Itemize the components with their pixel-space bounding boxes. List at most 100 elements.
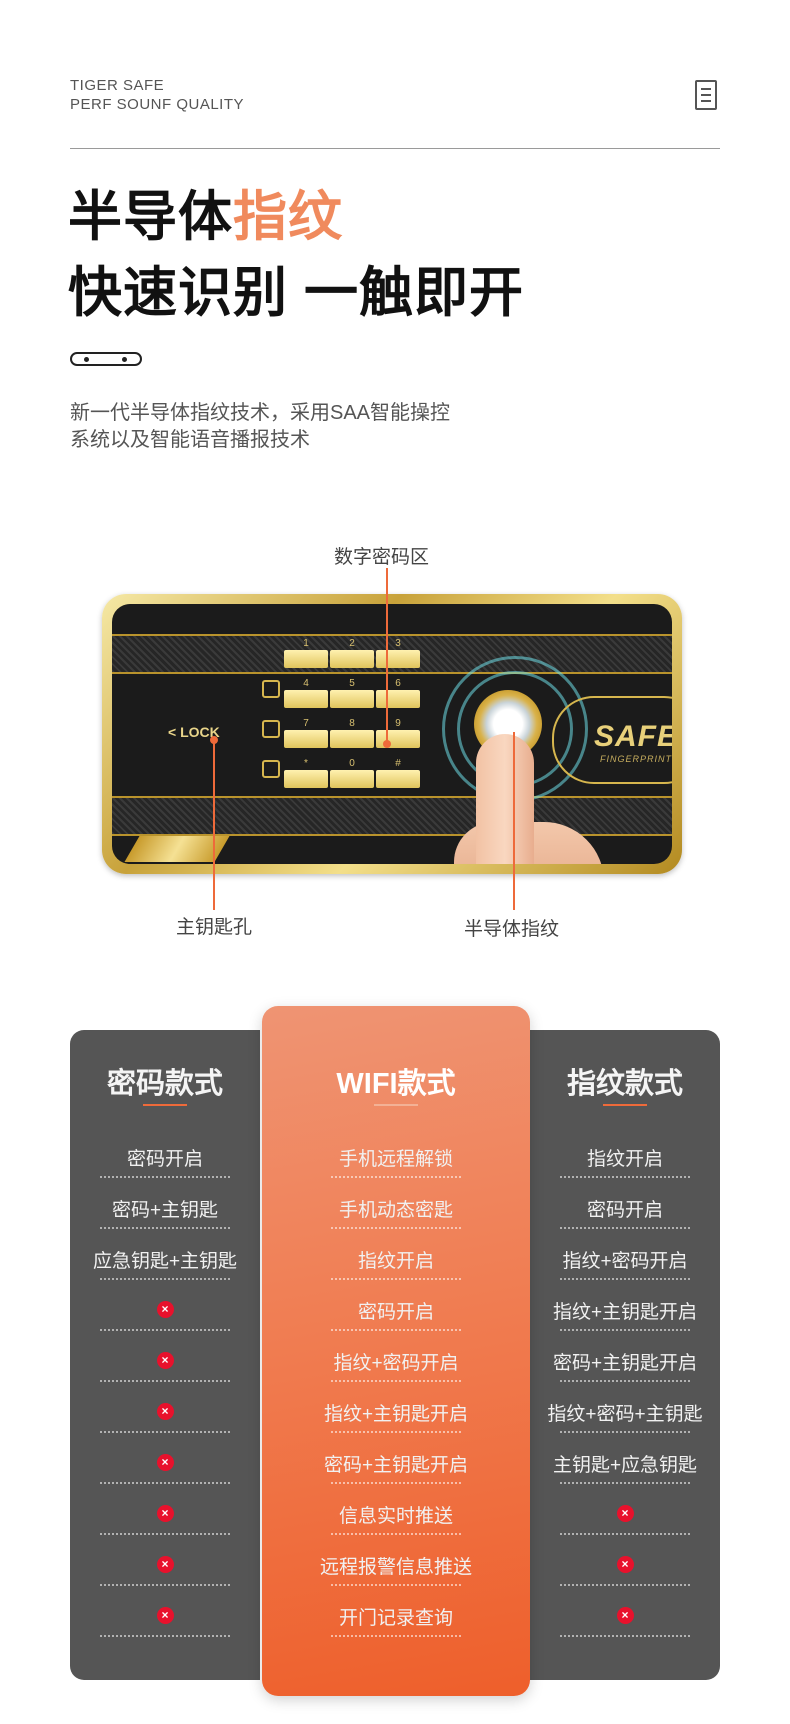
feature-item: × xyxy=(70,1603,260,1625)
column-title: 密码款式 xyxy=(106,1068,223,1100)
dotted-separator xyxy=(560,1431,690,1433)
dotted-separator xyxy=(560,1533,690,1535)
x-circle-icon: × xyxy=(156,1352,174,1369)
keypad-key-7[interactable] xyxy=(330,730,374,748)
keypad-digit: 9 xyxy=(395,718,401,729)
feature-item: 密码+主钥匙 xyxy=(111,1200,219,1221)
x-circle-icon: × xyxy=(156,1505,174,1522)
padlock-icon xyxy=(262,680,280,698)
padlock-icon xyxy=(262,760,280,778)
feature-item: 应急钥匙+主钥匙 xyxy=(92,1251,238,1272)
feature-item: × xyxy=(70,1450,260,1472)
dotted-separator xyxy=(100,1227,230,1229)
padlock-icon xyxy=(262,720,280,738)
document-icon[interactable] xyxy=(695,80,717,110)
dotted-separator xyxy=(100,1533,230,1535)
keypad-digit: 6 xyxy=(395,678,401,689)
keypad-digit: 8 xyxy=(349,718,355,729)
keypad-digit: 3 xyxy=(395,638,401,649)
keypad-key-10[interactable] xyxy=(330,770,374,788)
keypad-digit: 1 xyxy=(303,638,309,649)
dotted-separator xyxy=(331,1176,461,1178)
keypad-key-4[interactable] xyxy=(330,690,374,708)
feature-item: × xyxy=(70,1399,260,1421)
brand-line-1: TIGER SAFE xyxy=(70,77,165,94)
feature-item: × xyxy=(70,1552,260,1574)
keypad-digit: 4 xyxy=(303,678,309,689)
bottom-grille xyxy=(112,796,672,836)
feature-item: 指纹开启 xyxy=(357,1251,434,1272)
feature-item: 密码开启 xyxy=(357,1302,434,1323)
feature-item: 指纹+密码开启 xyxy=(333,1353,459,1374)
dotted-separator xyxy=(100,1380,230,1382)
column-wifi-model: WIFI款式 手机远程解锁手机动态密匙指纹开启密码开启指纹+密码开启指纹+主钥匙… xyxy=(262,1006,530,1696)
feature-item: × xyxy=(70,1297,260,1319)
title-underline xyxy=(143,1104,187,1106)
dotted-separator xyxy=(560,1635,690,1637)
callout-fingerprint-label: 半导体指纹 xyxy=(464,919,560,940)
feature-item: 指纹开启 xyxy=(586,1149,663,1170)
x-circle-icon: × xyxy=(156,1403,174,1420)
keypad-key-5[interactable] xyxy=(376,690,420,708)
page-subtitle: 快速识别 一触即开 xyxy=(68,263,525,323)
dotted-separator xyxy=(331,1278,461,1280)
dotted-separator xyxy=(560,1380,690,1382)
feature-item: 开门记录查询 xyxy=(338,1608,453,1629)
header-divider xyxy=(70,148,720,149)
dotted-separator xyxy=(331,1533,461,1535)
dotted-separator xyxy=(100,1482,230,1484)
lock-label: < LOCK xyxy=(168,724,220,740)
x-circle-icon: × xyxy=(156,1454,174,1471)
feature-item: × xyxy=(530,1552,720,1574)
keypad-key-1[interactable] xyxy=(330,650,374,668)
feature-item: × xyxy=(530,1603,720,1625)
dotted-separator xyxy=(100,1431,230,1433)
feature-item: 指纹+主钥匙开启 xyxy=(323,1404,469,1425)
feature-item: 密码+主钥匙开启 xyxy=(552,1353,698,1374)
dotted-separator xyxy=(560,1176,690,1178)
dotted-separator xyxy=(560,1584,690,1586)
feature-item: 手机远程解锁 xyxy=(338,1149,453,1170)
keypad-key-0[interactable] xyxy=(284,650,328,668)
keypad-key-3[interactable] xyxy=(284,690,328,708)
keypad-key-6[interactable] xyxy=(284,730,328,748)
x-circle-icon: × xyxy=(156,1301,174,1318)
dotted-separator xyxy=(331,1431,461,1433)
dotted-separator xyxy=(100,1278,230,1280)
keypad-digit: # xyxy=(395,758,401,769)
feature-item: 主钥匙+应急钥匙 xyxy=(552,1455,698,1476)
callout-line xyxy=(213,740,215,910)
description-line-2: 系统以及智能语音播报技术 xyxy=(70,429,310,451)
keypad-digit: 0 xyxy=(349,758,355,769)
keypad-key-9[interactable] xyxy=(284,770,328,788)
dotted-separator xyxy=(100,1176,230,1178)
keypad-digit: 2 xyxy=(349,638,355,649)
brand-line-2: PERF SOUNF QUALITY xyxy=(70,96,245,113)
x-circle-icon: × xyxy=(156,1607,174,1624)
keypad-key-11[interactable] xyxy=(376,770,420,788)
keypad-key-2[interactable] xyxy=(376,650,420,668)
keypad-digit: 7 xyxy=(303,718,309,729)
column-title: WIFI款式 xyxy=(336,1068,456,1100)
feature-item: 密码开启 xyxy=(586,1200,663,1221)
dotted-separator xyxy=(560,1482,690,1484)
column-password-model: 密码款式 密码开启密码+主钥匙应急钥匙+主钥匙××××××× xyxy=(70,1030,260,1680)
dotted-separator xyxy=(560,1227,690,1229)
feature-item: 密码+主钥匙开启 xyxy=(323,1455,469,1476)
dotted-separator xyxy=(331,1380,461,1382)
page-title: 半导体指纹 xyxy=(68,172,343,251)
finger-image xyxy=(476,734,534,864)
feature-item: 信息实时推送 xyxy=(338,1506,453,1527)
description-line-1: 新一代半导体指纹技术，采用SAA智能操控 xyxy=(70,402,451,424)
description: 新一代半导体指纹技术，采用SAA智能操控 系统以及智能语音播报技术 xyxy=(70,400,510,454)
dotted-separator xyxy=(331,1227,461,1229)
dotted-separator xyxy=(560,1278,690,1280)
feature-item: × xyxy=(70,1348,260,1370)
title-underline xyxy=(603,1104,647,1106)
dotted-separator xyxy=(100,1329,230,1331)
x-circle-icon: × xyxy=(156,1556,174,1573)
x-circle-icon: × xyxy=(616,1556,634,1573)
dotted-separator xyxy=(100,1635,230,1637)
dotted-separator xyxy=(331,1635,461,1637)
